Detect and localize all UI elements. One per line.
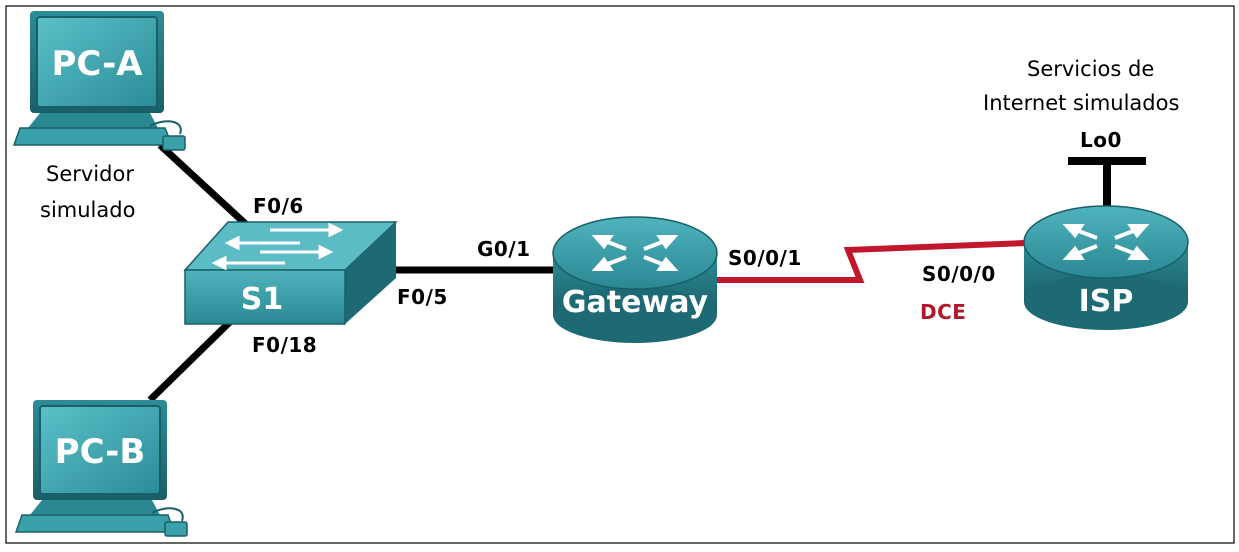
port-label-f0-6: F0/6 [253, 194, 304, 218]
serial-link-gateway-isp [710, 240, 1026, 283]
pc-b-icon[interactable]: PC-B [14, 400, 188, 537]
link-pcb-s1 [147, 309, 243, 403]
server-note-line1: Servidor [46, 162, 134, 186]
server-note-line2: simulado [40, 198, 136, 222]
link-pca-s1 [157, 142, 253, 231]
router-gateway-icon[interactable]: Gateway [552, 216, 718, 343]
router-isp-icon[interactable]: ISP [1023, 205, 1189, 330]
port-label-f0-5: F0/5 [397, 285, 448, 309]
links [147, 142, 1146, 403]
port-label-f0-18: F0/18 [252, 333, 318, 357]
port-label-s0-0-0: S0/0/0 [922, 262, 996, 286]
loopback-label: Lo0 [1080, 128, 1122, 152]
pc-b-label: PC-B [55, 432, 146, 472]
switch-s1-icon[interactable]: S1 [183, 221, 398, 325]
port-label-g0-1: G0/1 [477, 237, 531, 261]
dce-label: DCE [920, 300, 967, 324]
internet-note-line2: Internet simulados [983, 91, 1180, 115]
pc-a-icon[interactable]: PC-A [12, 11, 186, 151]
internet-note-line1: Servicios de [1027, 57, 1155, 81]
router-gateway-label: Gateway [562, 285, 709, 320]
router-isp-label: ISP [1079, 284, 1134, 319]
diagram-border [5, 5, 1235, 544]
pc-a-label: PC-A [51, 44, 143, 84]
port-label-s0-0-1: S0/0/1 [728, 246, 802, 270]
switch-s1-label: S1 [241, 282, 283, 317]
